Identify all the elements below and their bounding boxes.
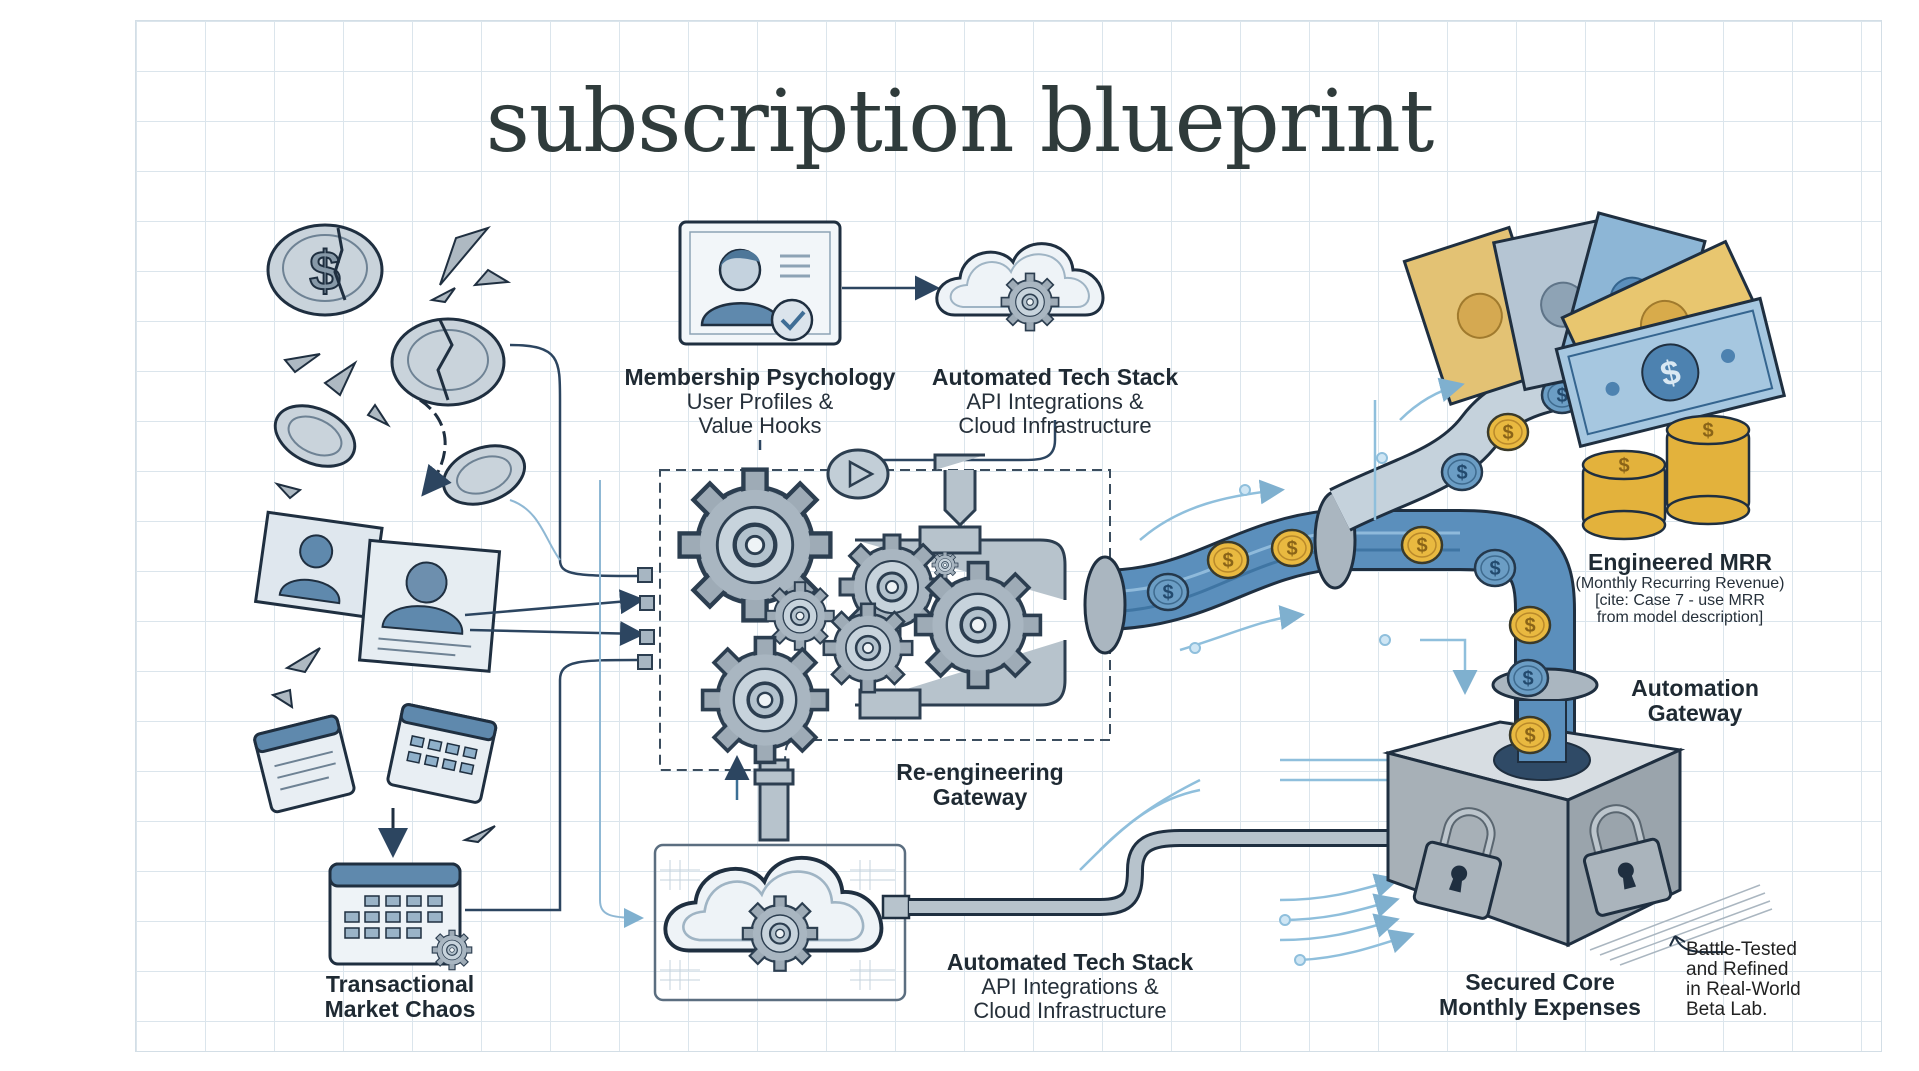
coin-icon: [1270, 528, 1314, 568]
svg-text:$: $: [1618, 455, 1629, 477]
membership-heading: Membership Psychology: [624, 364, 896, 390]
user-profile-icon: [357, 538, 502, 673]
battle-line3: in Real-World: [1686, 978, 1801, 1000]
flow-lines: [1079, 377, 1478, 962]
tech-top-line2: Cloud Infrastructure: [958, 412, 1152, 438]
calendar-icon: [253, 714, 356, 814]
coin-icon: [1508, 605, 1552, 645]
valve-icon: [826, 448, 890, 500]
cloud-gear-icon: [663, 855, 884, 972]
calendar-icon: [328, 862, 473, 971]
secured-line2: Monthly Expenses: [1439, 993, 1641, 1020]
coin-icon: [1473, 548, 1517, 588]
broken-coin-icon: [390, 317, 506, 407]
tech-top-heading: Automated Tech Stack: [931, 364, 1179, 390]
coin-icon: [1508, 715, 1552, 755]
chaos-line1: Transactional: [325, 971, 475, 997]
battle-tested-note: Battle-Tested and Refined in Real-World …: [1686, 940, 1801, 1020]
mrr-line3: from model description]: [1596, 609, 1764, 627]
coin-icon: [273, 404, 357, 468]
banknote-icon: $: [1554, 296, 1787, 449]
tech-top-line1: API Integrations &: [966, 388, 1144, 414]
tech-bottom-line1: API Integrations &: [981, 973, 1159, 999]
reengineering-label: Re-engineering Gateway: [860, 760, 1100, 810]
gear-icon: [913, 560, 1043, 690]
user-profile-icon: [253, 510, 384, 620]
tech-bottom-label: Automated Tech Stack API Integrations & …: [900, 950, 1240, 1022]
chaos-label: Transactional Market Chaos: [290, 972, 510, 1022]
connector-lines: [464, 343, 645, 912]
coin-icon: [1400, 525, 1444, 565]
coin-icon: [1506, 658, 1550, 698]
coin-icon: [1146, 572, 1190, 612]
gear-icon: [700, 635, 830, 765]
tech-bottom-heading: Automated Tech Stack: [946, 949, 1194, 975]
gear-icon: [822, 602, 914, 694]
membership-label: Membership Psychology User Profiles & Va…: [600, 365, 920, 437]
feed-lines: [758, 420, 1057, 462]
callout-arrowhead: [1669, 935, 1686, 947]
coin-icon: [1440, 452, 1484, 492]
chaos-line2: Market Chaos: [324, 995, 476, 1022]
automation-gateway-label: Automation Gateway: [1605, 676, 1785, 726]
battle-line4: Beta Lab.: [1686, 998, 1768, 1020]
calendar-icon: [386, 703, 498, 804]
tech-box-grid: [660, 860, 895, 990]
shards-decoration: [270, 226, 512, 844]
page-title: subscription blueprint: [485, 72, 1435, 172]
gear-icon: [931, 551, 959, 579]
mrr-line2: [cite: Case 7 - use MRR: [1595, 592, 1765, 610]
automation-line2: Gateway: [1647, 699, 1743, 726]
broken-coin-icon: $: [266, 223, 384, 317]
svg-text:$: $: [309, 239, 340, 302]
svg-text:$: $: [1702, 420, 1713, 442]
tech-bottom-line2: Cloud Infrastructure: [973, 997, 1167, 1023]
battle-line2: and Refined: [1686, 958, 1789, 980]
pipe-icon: [881, 829, 1390, 920]
hatching-decoration: [1589, 884, 1773, 966]
secured-core-label: Secured Core Monthly Expenses: [1420, 970, 1660, 1020]
secured-line1: Secured Core: [1465, 969, 1615, 995]
reengineering-line2: Gateway: [932, 783, 1028, 810]
mrr-line1: (Monthly Recurring Revenue): [1575, 574, 1785, 592]
light-connector-lines: [509, 480, 644, 928]
membership-line1: User Profiles &: [686, 388, 834, 414]
mrr-heading: Engineered MRR: [1587, 549, 1773, 575]
membership-profile-icon: [678, 220, 842, 346]
mrr-label: Engineered MRR (Monthly Recurring Revenu…: [1565, 550, 1795, 627]
automation-line1: Automation: [1631, 675, 1759, 701]
coin-stack-icon: $ $: [1581, 414, 1751, 541]
connector-block-icon: [637, 567, 655, 670]
cloud-gear-icon: [935, 242, 1105, 332]
coin-icon: [1206, 540, 1250, 580]
chaos-arrow: [419, 398, 452, 497]
membership-line2: Value Hooks: [698, 412, 822, 438]
flow-nodes: [1189, 452, 1391, 966]
reengineering-line1: Re-engineering: [896, 759, 1064, 785]
tech-box: [653, 843, 907, 1002]
battle-line1: Battle-Tested: [1686, 939, 1797, 960]
coin-icon: [1486, 412, 1530, 452]
tech-top-label: Automated Tech Stack API Integrations & …: [905, 365, 1205, 437]
callout-arrow: [1674, 935, 1727, 954]
